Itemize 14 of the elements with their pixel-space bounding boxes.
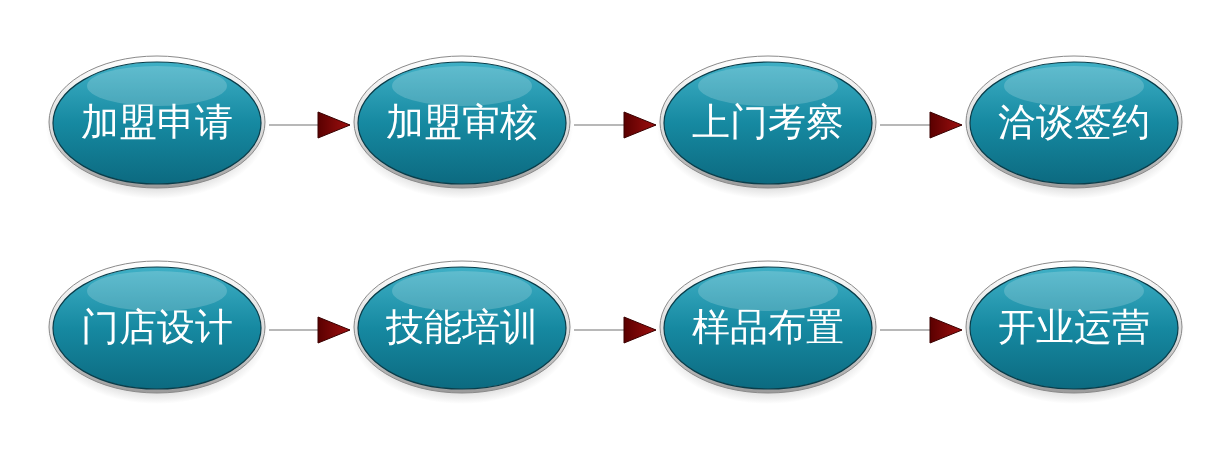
- arrow: [573, 111, 657, 139]
- node-label: 技能培训: [385, 305, 539, 349]
- arrow: [879, 111, 963, 139]
- arrow: [268, 111, 351, 139]
- arrow: [879, 316, 963, 344]
- arrow: [573, 316, 657, 344]
- node-label: 上门考察: [691, 100, 845, 144]
- node-label: 洽谈签约: [997, 100, 1151, 144]
- node-label: 加盟申请: [80, 100, 234, 144]
- node-label: 开业运营: [997, 305, 1151, 349]
- node-label: 门店设计: [80, 305, 234, 349]
- node-label: 加盟审核: [385, 100, 539, 144]
- arrow: [268, 316, 351, 344]
- node-label: 样品布置: [691, 305, 845, 349]
